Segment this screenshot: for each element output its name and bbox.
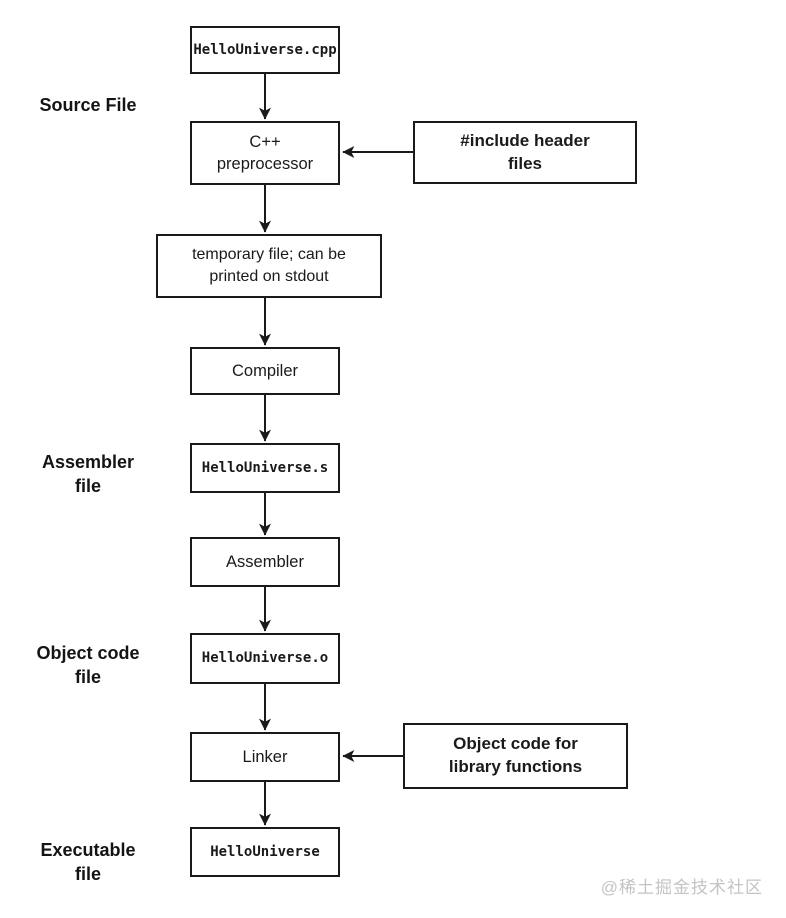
node-compiler: Compiler (190, 347, 340, 395)
node-executable: HelloUniverse (190, 827, 340, 877)
node-temp-file-line1: temporary file; can be (192, 246, 346, 264)
node-compiler-label: Compiler (231, 361, 299, 380)
node-assembler: Assembler (190, 537, 340, 587)
side-label-executable-file-line2: file (74, 863, 101, 884)
side-label-assembler-file: Assembler file (20, 451, 156, 499)
node-object-file: HelloUniverse.o (190, 633, 340, 684)
node-linker-label: Linker (242, 747, 288, 766)
side-label-executable-file: Executable file (20, 839, 156, 887)
node-preprocessor: C++ preprocessor (190, 121, 340, 185)
node-include-headers-line2: files (507, 153, 543, 173)
node-object-file-label: HelloUniverse.o (201, 650, 329, 667)
node-source-file-label: HelloUniverse.cpp (193, 41, 337, 58)
node-assembler-label: Assembler (226, 552, 304, 571)
node-preprocessor-line2: preprocessor (216, 155, 314, 173)
side-label-object-code-file-line2: file (74, 666, 101, 687)
side-label-object-code-file: Object code file (20, 642, 156, 690)
node-assembler-file-label: HelloUniverse.s (201, 459, 329, 476)
node-linker: Linker (190, 732, 340, 782)
side-label-assembler-file-line1: Assembler (41, 452, 135, 472)
side-label-assembler-file-line2: file (74, 475, 101, 496)
side-label-source-file-line1: Source File (39, 95, 137, 115)
watermark-text: @稀土掘金技术社区 (600, 878, 763, 897)
node-preprocessor-line1: C++ (249, 132, 281, 151)
node-library-objects-line2: library functions (448, 757, 583, 776)
side-label-source-file: Source File (20, 94, 156, 118)
node-temp-file: temporary file; can be printed on stdout (156, 234, 382, 298)
node-include-headers: #include header files (413, 121, 637, 184)
node-library-objects: Object code for library functions (403, 723, 628, 789)
node-include-headers-line1: #include header (460, 130, 590, 150)
node-temp-file-line2: printed on stdout (209, 268, 329, 285)
node-library-objects-line1: Object code for (453, 734, 578, 754)
node-assembler-file: HelloUniverse.s (190, 443, 340, 493)
side-label-object-code-file-line1: Object code (36, 643, 140, 663)
node-source-file: HelloUniverse.cpp (190, 26, 340, 74)
side-label-executable-file-line1: Executable (40, 840, 136, 860)
node-executable-label: HelloUniverse (210, 843, 320, 860)
